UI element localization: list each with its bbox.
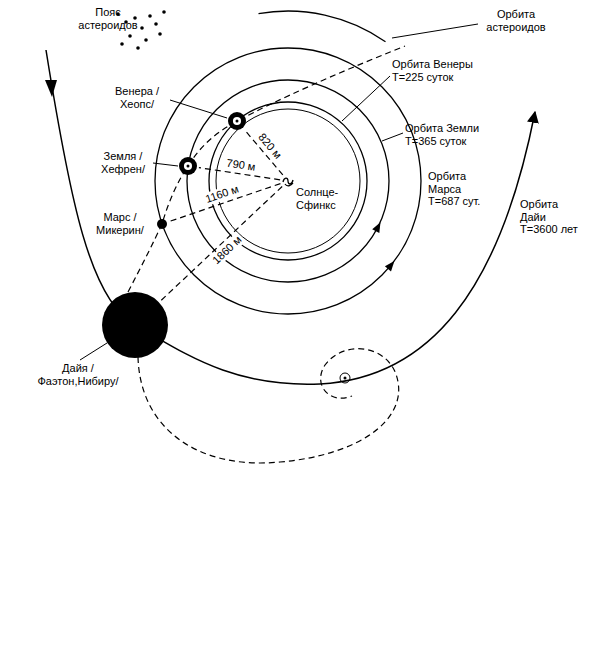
planet-label: Солнце-Сфинкс bbox=[296, 186, 348, 211]
planet-ring bbox=[228, 112, 246, 130]
orbit-label: Орбита Дайи T=3600 лет bbox=[520, 198, 586, 236]
asteroid-dot bbox=[128, 34, 132, 38]
planet-shape bbox=[179, 157, 197, 175]
dayi-path-lower bbox=[138, 349, 399, 463]
orbit-arrows bbox=[372, 222, 394, 271]
leader-line bbox=[342, 76, 390, 121]
asteroid-dot bbox=[144, 38, 148, 42]
distance-label: 820 м bbox=[255, 130, 286, 163]
asteroid-dot bbox=[154, 22, 158, 26]
distance-label: 790 м bbox=[224, 156, 258, 173]
asteroid-dot bbox=[140, 26, 144, 30]
orbit-label: Орбита Земли T=365 суток bbox=[405, 122, 489, 147]
spiral-center bbox=[340, 373, 350, 383]
belt-label: Пояс астероидов bbox=[72, 6, 144, 31]
sun-sphinx: Солнце-Сфинкс bbox=[282, 175, 294, 187]
orbit-label: Орбита астероидов bbox=[480, 8, 552, 33]
planet-venus: Венера /Хеопс/ bbox=[228, 112, 246, 130]
asteroid-dot bbox=[148, 14, 152, 18]
planet-earth: Земля /Хефрен/ bbox=[179, 157, 197, 175]
dayi-path-upper bbox=[128, 46, 405, 292]
planet-ring-hole bbox=[233, 117, 241, 125]
asteroid-dot bbox=[162, 10, 166, 14]
orbit-arrow bbox=[372, 222, 380, 233]
planet-label: Земля /Хефрен/ bbox=[95, 150, 151, 175]
planet-ring bbox=[179, 157, 197, 175]
earth-orbit bbox=[187, 80, 389, 282]
planet-ring-hole bbox=[184, 162, 192, 170]
orbit-arrow bbox=[45, 80, 57, 97]
orbit-label: Орбита Венеры T=225 суток bbox=[392, 58, 484, 83]
planet-body bbox=[157, 219, 167, 229]
distance-line bbox=[160, 186, 282, 301]
asteroid-orbit bbox=[259, 11, 386, 42]
mars-orbit bbox=[155, 48, 421, 314]
planet-body bbox=[102, 292, 168, 358]
leader-line bbox=[170, 100, 227, 118]
orbit-label: Орбита Марса T=687 сут. bbox=[428, 170, 490, 208]
planet-label: Венера /Хеопс/ bbox=[107, 85, 167, 110]
leader-line bbox=[153, 163, 178, 166]
asteroid-dot bbox=[158, 32, 162, 36]
asteroid-dot bbox=[136, 46, 140, 50]
planet-mars: Марс /Микерин/ bbox=[157, 219, 167, 229]
planet-label: Марс /Микерин/ bbox=[89, 211, 151, 236]
distance-label: 1860 м bbox=[209, 232, 246, 268]
leader-line bbox=[80, 343, 107, 360]
planet-shape bbox=[157, 219, 167, 229]
planet-center bbox=[236, 120, 239, 123]
leader-line bbox=[382, 133, 403, 141]
planet-center bbox=[187, 165, 190, 168]
leader-line bbox=[392, 24, 478, 38]
spiral-dot bbox=[344, 377, 347, 380]
planet-dayi: Дайя /Фаэтон,Нибиру/ bbox=[102, 292, 168, 358]
asteroid-dot bbox=[120, 42, 124, 46]
planet-shape bbox=[282, 175, 294, 187]
orbit-arrow bbox=[385, 261, 395, 271]
distance-label: 1160 м bbox=[201, 182, 241, 206]
planet-label: Дайя /Фаэтон,Нибиру/ bbox=[28, 362, 128, 387]
planet-shape bbox=[228, 112, 246, 130]
dayi-orbit bbox=[46, 50, 535, 384]
sun-symbol bbox=[283, 178, 293, 186]
planet-shape bbox=[102, 292, 168, 358]
